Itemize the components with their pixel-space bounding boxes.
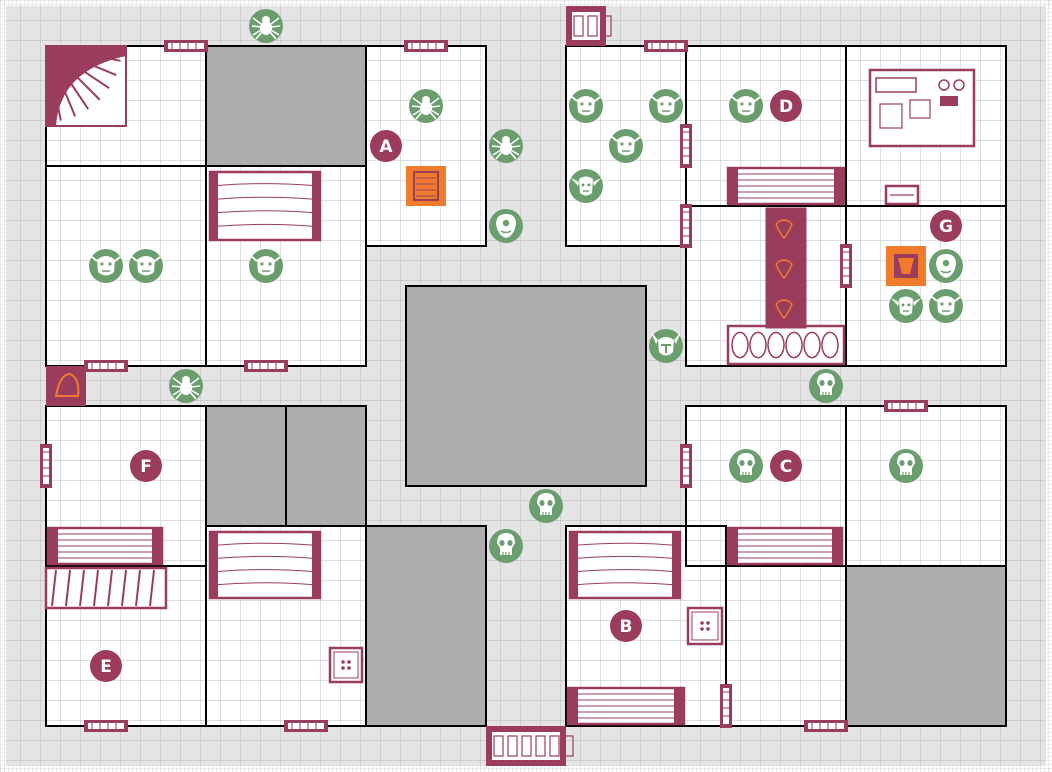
- bookcase: [726, 166, 846, 206]
- skeleton-icon[interactable]: [528, 488, 564, 524]
- skeleton-icon[interactable]: [888, 448, 924, 484]
- door[interactable]: [679, 203, 693, 249]
- blocked-area: [406, 286, 646, 486]
- orc-icon[interactable]: [88, 248, 124, 284]
- room-label-e: E: [90, 650, 122, 682]
- door[interactable]: [643, 39, 689, 53]
- cupboard: [686, 606, 724, 646]
- sorcerer-table: [868, 68, 976, 148]
- room-label-text: G: [939, 217, 953, 237]
- room-label-text: E: [100, 657, 112, 677]
- skeleton-icon[interactable]: [488, 528, 524, 564]
- room-label-text: A: [379, 137, 393, 157]
- door[interactable]: [39, 443, 53, 489]
- door[interactable]: [883, 399, 929, 413]
- orc-icon[interactable]: [568, 88, 604, 124]
- spider-icon[interactable]: [248, 8, 284, 44]
- orc-icon[interactable]: [248, 248, 284, 284]
- bookcase: [46, 526, 164, 566]
- weapon-rack: [44, 566, 168, 610]
- chest: [884, 184, 920, 206]
- room-label-text: D: [779, 97, 793, 117]
- spider-icon[interactable]: [408, 88, 444, 124]
- blocked-area: [206, 46, 366, 166]
- blocked-area: [366, 526, 486, 726]
- room-label-b: B: [610, 610, 642, 642]
- trap-tile: [886, 246, 926, 286]
- room-label-c: C: [770, 450, 802, 482]
- door[interactable]: [803, 719, 849, 733]
- bookcase: [566, 686, 686, 726]
- orc-icon[interactable]: [728, 88, 764, 124]
- fimir-icon[interactable]: [488, 208, 524, 244]
- chaos-warrior-icon[interactable]: [648, 328, 684, 364]
- skeleton-icon[interactable]: [728, 448, 764, 484]
- blocked-area: [846, 566, 1006, 726]
- room-wall: [405, 285, 647, 487]
- goblin-icon[interactable]: [568, 168, 604, 204]
- room-label-text: B: [620, 617, 633, 637]
- room-label-a: A: [370, 130, 402, 162]
- door[interactable]: [679, 123, 693, 169]
- secret-door-tile: [566, 6, 612, 46]
- rubble-column: [765, 207, 807, 329]
- orc-icon[interactable]: [128, 248, 164, 284]
- spider-icon[interactable]: [168, 368, 204, 404]
- table: [208, 170, 322, 242]
- door[interactable]: [839, 243, 853, 289]
- door[interactable]: [719, 683, 733, 729]
- goblin-icon[interactable]: [888, 288, 924, 324]
- fimir-icon[interactable]: [928, 248, 964, 284]
- door[interactable]: [283, 719, 329, 733]
- room-floor: [726, 566, 846, 726]
- cupboard: [328, 646, 364, 684]
- room-label-text: C: [780, 457, 792, 477]
- furniture: [44, 6, 976, 766]
- blocked-area: [286, 406, 366, 526]
- door[interactable]: [83, 719, 129, 733]
- orc-icon[interactable]: [608, 128, 644, 164]
- table: [208, 530, 322, 600]
- room-label-g: G: [930, 210, 962, 242]
- skeleton-icon[interactable]: [808, 368, 844, 404]
- door[interactable]: [243, 359, 289, 373]
- door[interactable]: [83, 359, 129, 373]
- room-label-d: D: [770, 90, 802, 122]
- room-wall: [845, 565, 1007, 727]
- blocked-area: [206, 406, 286, 526]
- room-floor: [46, 166, 206, 366]
- room-label-text: F: [140, 457, 152, 477]
- room-labels: A B C D E F G: [90, 90, 962, 682]
- door[interactable]: [163, 39, 209, 53]
- rubble: [726, 324, 846, 366]
- door[interactable]: [403, 39, 449, 53]
- trap-tile: [46, 366, 86, 406]
- orc-icon[interactable]: [648, 88, 684, 124]
- door[interactable]: [679, 443, 693, 489]
- orc-icon[interactable]: [928, 288, 964, 324]
- room-label-f: F: [130, 450, 162, 482]
- spider-icon[interactable]: [488, 128, 524, 164]
- room-wall: [365, 525, 487, 727]
- trap-tile: [406, 166, 446, 206]
- table: [568, 530, 682, 600]
- fireplace: [45, 45, 127, 127]
- bookcase: [726, 526, 844, 566]
- room-floor: [846, 406, 1006, 566]
- secret-door-tile: [486, 726, 574, 766]
